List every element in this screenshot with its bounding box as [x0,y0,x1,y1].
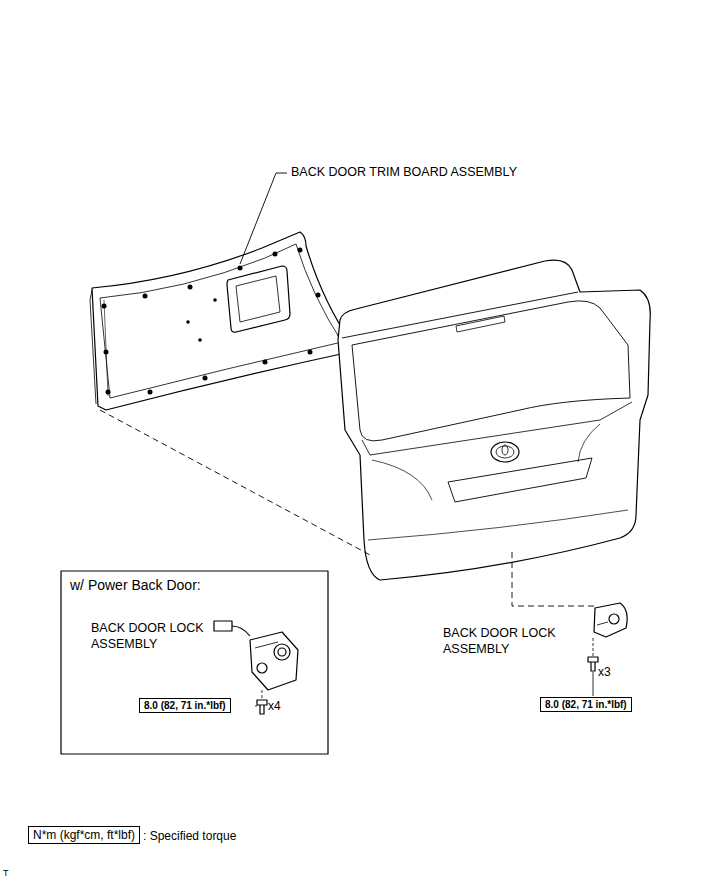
torque-box: 8.0 (82, 71 in.*lbf) [139,698,231,713]
torque-box: 8.0 (82, 71 in.*lbf) [540,697,632,712]
panel-box: w/ Power Back Door: 8.0 (82, 71 in.*lbf) [61,571,328,754]
dashed-line [100,410,372,556]
count: x4 [268,699,281,714]
count: x3 [598,665,611,680]
part-name: BACK DOOR LOCK ASSEMBLY [443,626,593,657]
part-name: BACK DOOR LOCK ASSEMBLY [91,621,241,652]
node-text: 8.0 (82, 71 in.*lbf) [144,700,226,711]
lock [588,603,627,696]
page-code: T [3,868,9,879]
leader-line [255,706,257,707]
trim-board [90,232,352,410]
legend-text: : Specified torque [143,829,236,844]
node-text: w/ Power Back Door: [70,577,319,593]
dashed-line [512,552,594,606]
panel-frame [61,571,328,754]
back-door [338,260,650,580]
node-text: N*m (kgf*cm, ft*lbf) [33,828,135,842]
node-text: 8.0 (82, 71 in.*lbf) [545,699,627,710]
leader-line [240,173,287,264]
part-name: BACK DOOR TRIM BOARD ASSEMBLY [291,165,517,181]
legend-box: N*m (kgf*cm, ft*lbf) [28,826,140,844]
